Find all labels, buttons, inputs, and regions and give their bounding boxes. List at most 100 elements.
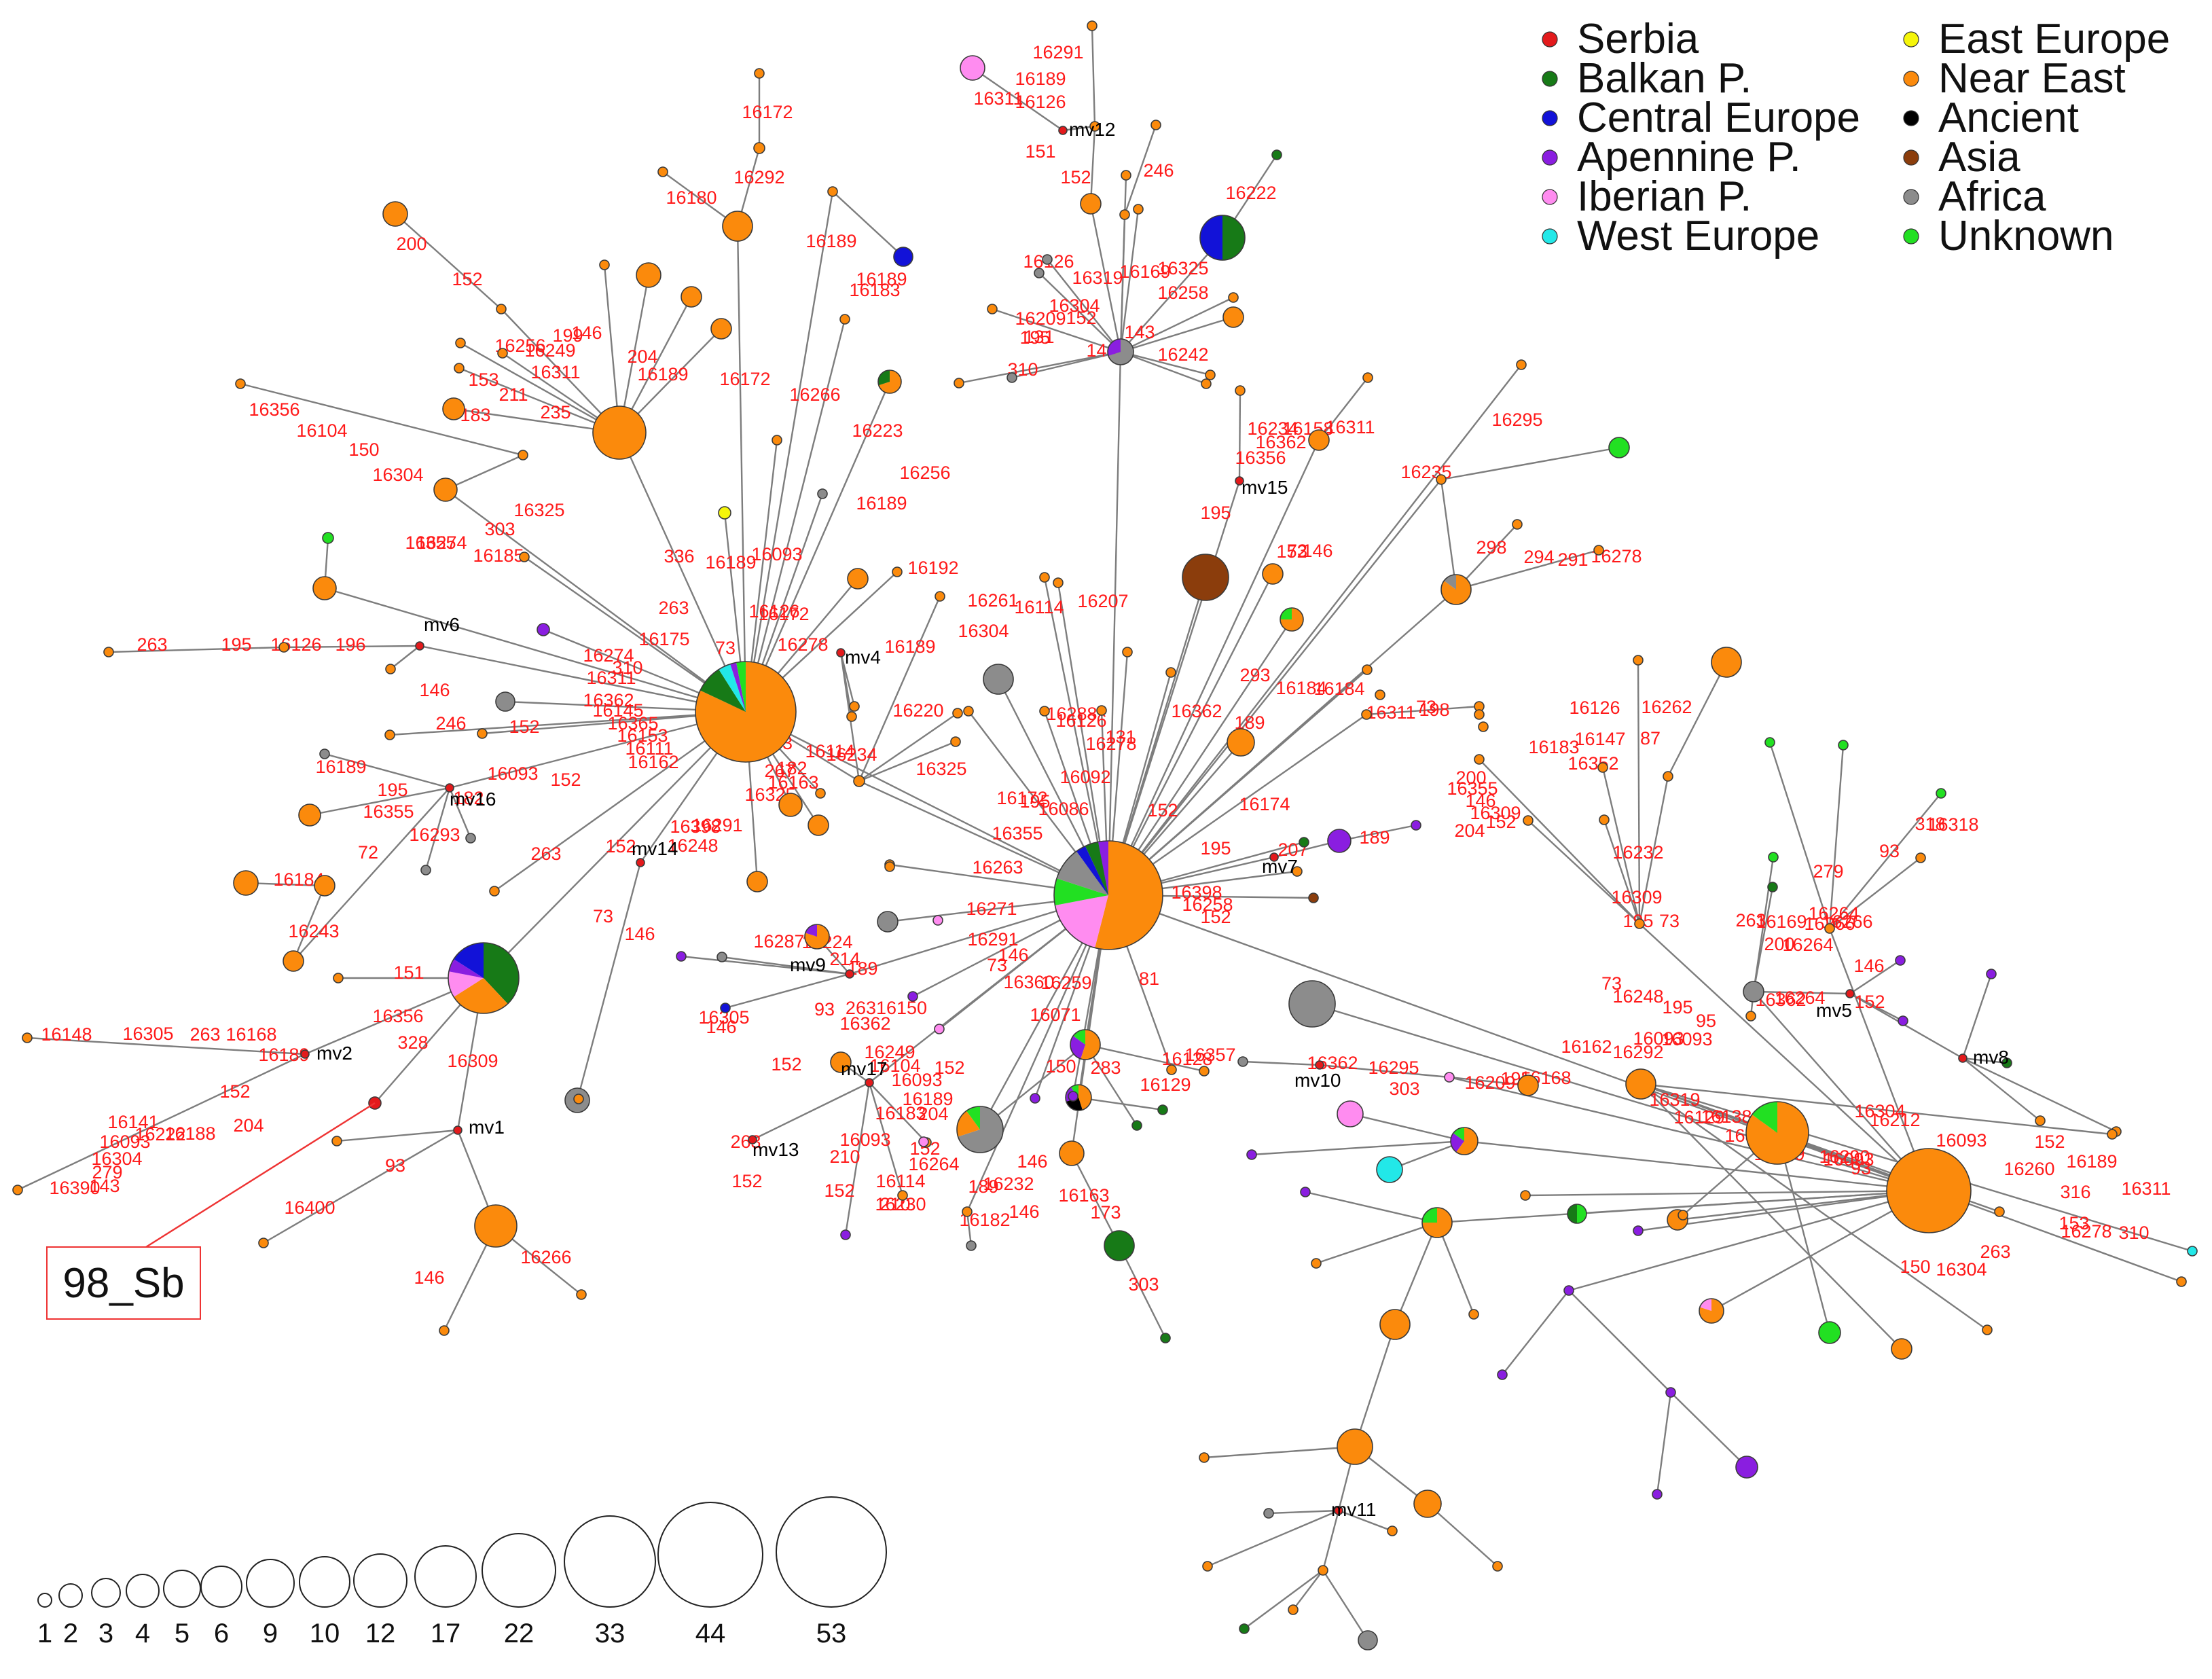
network-edge (858, 712, 958, 782)
mutation-label: 210 (829, 1147, 860, 1167)
pie-slice-balkan-p (1085, 842, 1108, 895)
mutation-label: 16223 (852, 420, 903, 441)
pie-slice-iberian-p (1699, 1299, 1711, 1311)
haplotype-node-balkan-p (1104, 1230, 1135, 1261)
haplotype-node-near-east (1436, 474, 1447, 485)
haplotype-node-near-east (892, 566, 903, 577)
network-edge (445, 454, 524, 491)
mutation-label: 152 (731, 1171, 762, 1191)
network-edge (293, 787, 450, 962)
haplotype-node-iberian-p (918, 1136, 929, 1147)
network-edge (501, 308, 620, 433)
mutation-label: 298 (1476, 537, 1506, 558)
mutation-label: 16287 (753, 931, 804, 952)
pie-slice-central-europe (1076, 846, 1108, 895)
mutation-label: 310 (2118, 1223, 2149, 1243)
haplotype-node-iberian-p (934, 1024, 945, 1034)
median-vector-label-mv14: mv14 (632, 838, 678, 859)
pie-slice-africa (1108, 339, 1134, 365)
network-edge (1107, 573, 1274, 896)
haplotype-node-near-east (753, 142, 765, 154)
pie-slice-near-east (1456, 1127, 1479, 1155)
haplotype-node-africa (1007, 372, 1017, 383)
haplotype-node-near-east (897, 1190, 908, 1201)
mutation-label: 16093 (1633, 1028, 1684, 1049)
haplotype-node-near-east (384, 729, 395, 740)
pie-slice-apennine-p (730, 662, 746, 712)
network-edge (26, 1036, 306, 1055)
network-edge (1568, 1290, 1671, 1393)
haplotype-node-near-east (846, 711, 857, 722)
haplotype-node-near-east (283, 950, 304, 972)
network-edge (1120, 350, 1211, 376)
mutation-label: 16398 (670, 816, 721, 837)
network-edge (1322, 1510, 1340, 1571)
mutation-label: 16234 (1247, 418, 1298, 439)
mutation-label: 196 (335, 634, 365, 655)
haplotype-node-apennine-p (1068, 1091, 1078, 1102)
haplotype-pie-node (1699, 1298, 1724, 1324)
pie-outline (1567, 1204, 1587, 1224)
median-vector-label-mv16: mv16 (450, 789, 496, 810)
haplotype-pie-node (1745, 1101, 1809, 1165)
haplotype-node-near-east (331, 1136, 342, 1147)
mutation-label: 16189 (637, 364, 688, 384)
mutation-label: 16400 (284, 1197, 335, 1218)
haplotype-node-near-east (1375, 689, 1385, 700)
scale-label: 6 (214, 1619, 229, 1648)
legend-label-asia: Asia (1938, 134, 2020, 181)
mutation-label: 16114 (875, 1171, 925, 1191)
legend-swatch-ancient (1903, 110, 1919, 126)
mutation-label: 293 (1239, 665, 1270, 685)
haplotype-node-africa (1034, 268, 1045, 278)
mutation-label: 211 (498, 384, 528, 405)
mutation-label: 152 (1066, 308, 1096, 328)
haplotype-node-asia (1182, 554, 1229, 601)
haplotype-node-unknown (322, 532, 334, 544)
network-edge (1107, 351, 1122, 896)
haplotype-pie-node (1450, 1127, 1479, 1155)
mutation-label: 16291 (691, 815, 742, 835)
median-vector-label-mv17: mv17 (841, 1058, 887, 1079)
mutation-label: 16304 (958, 621, 1009, 641)
pie-outline (1440, 574, 1472, 605)
mutation-label: 16291 (967, 929, 1018, 950)
mutation-label: 263 (530, 844, 561, 864)
mutation-label: 16305 (122, 1024, 173, 1044)
haplotype-node-balkan-p (1157, 1104, 1168, 1115)
haplotype-node-near-east (1202, 1561, 1213, 1572)
haplotype-node-serbia (1269, 852, 1279, 862)
scale-circle (58, 1583, 83, 1608)
scale-circle (299, 1556, 350, 1608)
mutation-label: 93 (1851, 1158, 1871, 1178)
network-edge (1440, 446, 1620, 481)
network-edge (1108, 589, 1457, 896)
pie-slice-near-east (1078, 1085, 1091, 1111)
mutation-label: 146 (624, 924, 655, 944)
mutation-label: 16222 (134, 1124, 185, 1144)
mutation-label: 16278 (777, 634, 828, 655)
haplotype-node-near-east (1886, 1148, 1972, 1233)
mutation-label: 16172 (996, 788, 1047, 808)
mutation-label: 246 (1143, 160, 1174, 181)
haplotype-node-near-east (839, 314, 850, 325)
network-edge (858, 596, 941, 782)
pie-slice-apennine-p (1108, 339, 1121, 356)
mutation-label: 16209 (1464, 1072, 1515, 1093)
network-edge (458, 367, 620, 434)
scale-circle (91, 1578, 121, 1608)
pie-outline (1065, 1084, 1092, 1111)
mutation-label: 152 (1147, 800, 1178, 820)
network-edge (389, 710, 746, 736)
mutation-label: 16114 (1014, 597, 1064, 617)
network-edge (1070, 1153, 1121, 1246)
mutation-label: 16360 (1003, 972, 1054, 992)
haplotype-node-near-east (954, 378, 964, 389)
haplotype-node-near-east (657, 166, 668, 177)
pie-slice-near-east (1095, 841, 1163, 950)
pie-slice-near-east (1699, 1299, 1724, 1324)
mutation-label: 16162 (628, 752, 678, 772)
haplotype-pie-node (1440, 574, 1472, 605)
mutation-label: 16189 (315, 757, 366, 777)
callout-leader-line (145, 1102, 376, 1248)
